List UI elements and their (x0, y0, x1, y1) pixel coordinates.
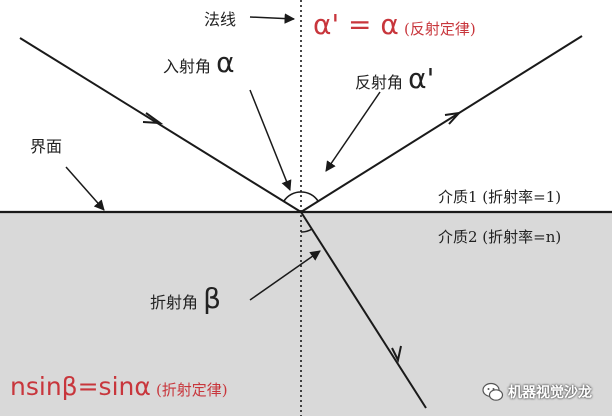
reflection-angle-text: 反射角 (355, 73, 404, 92)
reflection-angle-symbol: α' (408, 62, 435, 95)
reflection-pointer-arrow (325, 91, 381, 172)
lower-medium-region (0, 212, 612, 416)
interface-pointer-arrow (65, 166, 105, 211)
refraction-angle-symbol: β (203, 282, 221, 315)
refraction-angle-label: 折射角 β (150, 282, 221, 315)
refraction-law-formula: nsinβ=sinα (10, 372, 151, 401)
refraction-angle-arc (300, 228, 313, 233)
watermark-text: 机器视觉沙龙 (508, 385, 592, 401)
normal-pointer-arrow (249, 13, 296, 24)
reflection-law-name: (反射定律) (403, 20, 476, 38)
reflection-law: α' = α (反射定律) (313, 8, 476, 41)
refracted-ray (300, 211, 427, 409)
incidence-pointer-arrow (249, 89, 292, 191)
incident-ray-arrow (142, 112, 164, 125)
refraction-law: nsinβ=sinα (折射定律) (10, 372, 228, 401)
incidence-angle-symbol: α (216, 46, 235, 79)
wechat-icon (482, 381, 504, 403)
reflection-angle-label: 反射角 α' (355, 62, 434, 95)
incidence-angle-arc (283, 191, 302, 202)
refraction-angle-text: 折射角 (150, 293, 199, 312)
medium1-label: 介质1 (折射率=1) (438, 188, 562, 206)
normal-label: 法线 (204, 10, 237, 29)
medium2-label: 介质2 (折射率=n) (438, 228, 562, 246)
reflection-law-formula: α' = α (313, 8, 399, 41)
reflected-ray (300, 35, 583, 213)
refraction-pointer-arrow (249, 250, 321, 301)
refracted-ray-arrow (391, 345, 402, 363)
incident-ray (19, 37, 302, 213)
interface-label: 界面 (30, 137, 63, 156)
refraction-law-name: (折射定律) (155, 381, 228, 399)
reflected-ray-arrow (444, 111, 462, 125)
incidence-angle-text: 入射角 (163, 57, 212, 76)
incidence-angle-label: 入射角 α (163, 46, 235, 79)
reflection-angle-arc (300, 191, 319, 202)
